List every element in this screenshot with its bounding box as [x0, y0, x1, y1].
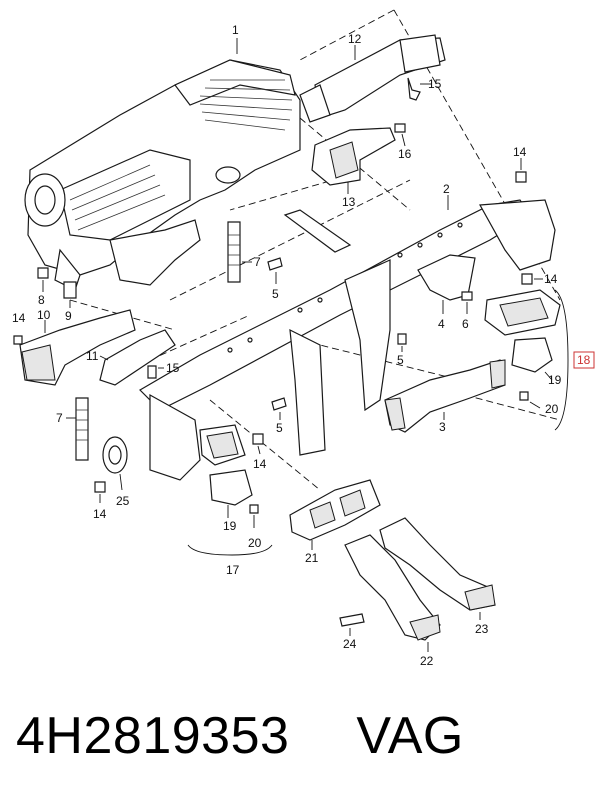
floor-duct-connector-21 — [289, 479, 381, 550]
callout-7-lower: 7 — [56, 411, 63, 425]
callout-4: 4 — [438, 317, 445, 331]
hvac-unit — [24, 38, 301, 291]
callout-18: 18 — [577, 353, 591, 367]
sensor-7-lower — [66, 397, 89, 461]
screw-15-left — [147, 365, 164, 379]
part-number: 4H2819353 — [16, 707, 290, 765]
bracket-17 — [187, 544, 273, 556]
grommet-25 — [102, 436, 128, 491]
rear-footwell-duct-22 — [344, 534, 441, 652]
center-vent-outlet — [311, 127, 396, 194]
screw-14-right-upper — [515, 158, 527, 183]
callout-19-center: 19 — [223, 519, 237, 533]
callout-21: 21 — [305, 551, 319, 565]
exploded-parts-diagram: 1 12 15 13 16 2 — [12, 9, 595, 668]
callout-22: 22 — [420, 654, 434, 668]
screw-5-mid — [397, 333, 407, 352]
left-duct-10 — [19, 309, 136, 386]
screw-6 — [461, 291, 473, 314]
screw-14-center — [252, 433, 264, 455]
callout-3: 3 — [439, 420, 446, 434]
callout-5-lower: 5 — [276, 421, 283, 435]
screw-20-center — [249, 504, 259, 528]
bracket-18 — [554, 289, 569, 431]
callout-13: 13 — [342, 195, 356, 209]
screw-14-lower-left — [94, 481, 106, 503]
callout-14-center: 14 — [253, 457, 267, 471]
cross-car-beam — [139, 195, 556, 481]
callout-14-left: 14 — [12, 311, 26, 325]
clip-9 — [63, 281, 77, 308]
sensor-7-upper — [227, 221, 252, 283]
callout-8: 8 — [38, 293, 45, 307]
screw-8 — [37, 267, 49, 292]
callout-5-mid: 5 — [397, 353, 404, 367]
callout-12: 12 — [348, 32, 362, 46]
callout-15-left: 15 — [166, 361, 180, 375]
screw-15-top — [407, 77, 432, 101]
screw-5-upper — [267, 257, 283, 284]
callout-18-box — [573, 351, 595, 369]
callout-20-right: 20 — [545, 402, 559, 416]
right-vent-outlet — [484, 289, 561, 336]
callout-6: 6 — [462, 317, 469, 331]
callout-7-upper: 7 — [254, 255, 261, 269]
screw-24 — [339, 613, 365, 636]
callout-14-lower-left: 14 — [93, 507, 107, 521]
brand-name: VAG — [356, 707, 464, 765]
callout-11: 11 — [86, 349, 99, 363]
rear-footwell-duct-23 — [379, 517, 496, 620]
screw-14-right — [521, 273, 543, 285]
callout-20-center: 20 — [248, 536, 262, 550]
vent-housing-19 — [209, 469, 253, 518]
screw-20-right — [519, 391, 541, 409]
right-vent-housing — [511, 337, 553, 381]
right-lower-duct — [384, 359, 506, 433]
callout-16: 16 — [398, 147, 412, 161]
screw-14-left — [13, 335, 23, 345]
screw-16 — [394, 123, 406, 147]
callout-1: 1 — [232, 23, 239, 37]
top-air-duct — [299, 34, 446, 123]
footer: 4H2819353 VAG — [16, 706, 586, 786]
callout-23: 23 — [475, 622, 489, 636]
callout-2: 2 — [443, 182, 450, 196]
callout-10: 10 — [37, 308, 51, 322]
callout-14-right-upper: 14 — [513, 145, 527, 159]
callout-24: 24 — [343, 637, 357, 651]
callout-19-right: 19 — [548, 373, 562, 387]
callout-5-upper: 5 — [272, 287, 279, 301]
left-duct-11 — [99, 329, 176, 386]
center-vent-outlet-lower — [199, 424, 246, 466]
callout-9: 9 — [65, 309, 72, 323]
callout-17: 17 — [226, 563, 240, 577]
callout-15-top: 15 — [428, 77, 442, 91]
callout-25: 25 — [116, 494, 130, 508]
screw-5-lower — [271, 397, 287, 420]
callout-14-right: 14 — [544, 272, 558, 286]
